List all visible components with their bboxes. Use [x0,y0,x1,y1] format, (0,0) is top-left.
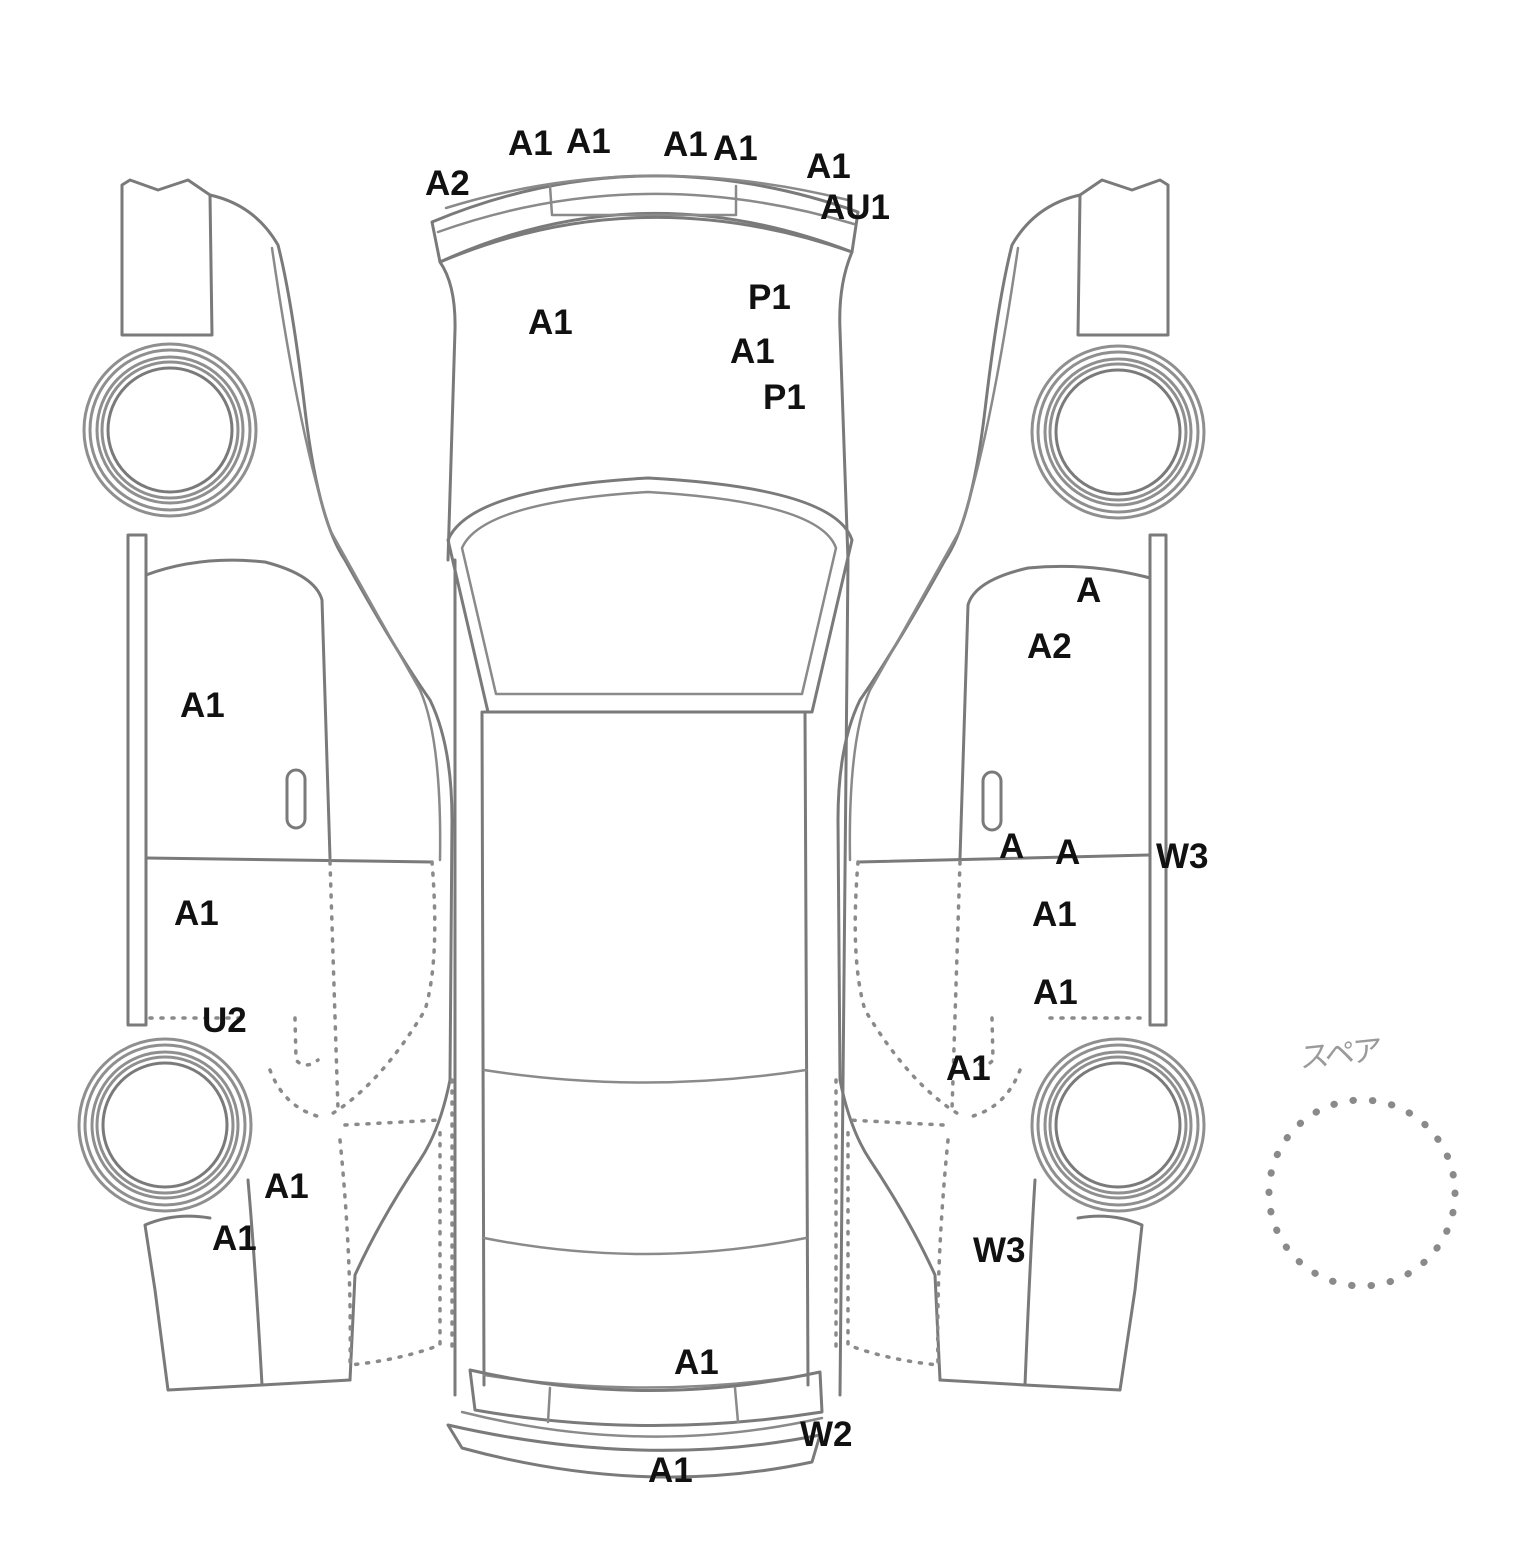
trunk-lid-mark: A1 [674,1343,719,1382]
left-rear-door-mark: A1 [174,894,219,933]
left-front-door-mark: A1 [180,686,225,725]
right-side-view-body [834,178,1206,1392]
spare-tire-circle [1265,1096,1459,1290]
roof-top-mark-4: A1 [713,129,758,168]
front-bumper-right-mark: AU1 [820,188,891,227]
roof-top-mark-2: A1 [566,122,611,161]
rear-bumper-w2-mark: W2 [800,1415,853,1454]
hood-left-mark: A1 [528,303,573,342]
left-quarter-upper-mark: A1 [264,1167,309,1206]
roof-top-mark-5: A1 [806,147,851,186]
right-front-door-a-mark: A [1076,571,1102,610]
right-pillar-w3-mark: W3 [1156,837,1209,876]
right-quarter-w3-mark: W3 [973,1231,1026,1270]
hood-p1-lower-mark: P1 [763,378,806,417]
rear-bumper-a1-mark: A1 [648,1451,693,1490]
left-quarter-lower-mark: A1 [212,1219,257,1258]
right-rear-door-mark-1: A1 [1032,895,1077,934]
spare-label: スペア [1300,1032,1379,1077]
left-sill-mark: U2 [202,1001,247,1040]
hood-p1-upper-mark: P1 [748,278,791,317]
left-side-view-body [77,178,454,1392]
hood-a1-mark: A1 [730,332,775,371]
roof-top-mark-1: A1 [508,124,553,163]
front-bumper-left-mark: A2 [425,164,470,203]
right-rear-door-mark-2: A1 [1033,973,1078,1012]
right-beltline-a-mark-1: A [999,827,1025,866]
right-rear-arch-mark: A1 [946,1049,991,1088]
right-beltline-a-mark-2: A [1055,833,1081,872]
roof-top-mark-3: A1 [663,125,708,164]
right-front-door-a2-mark: A2 [1027,627,1072,666]
top-view-body [430,174,860,1479]
